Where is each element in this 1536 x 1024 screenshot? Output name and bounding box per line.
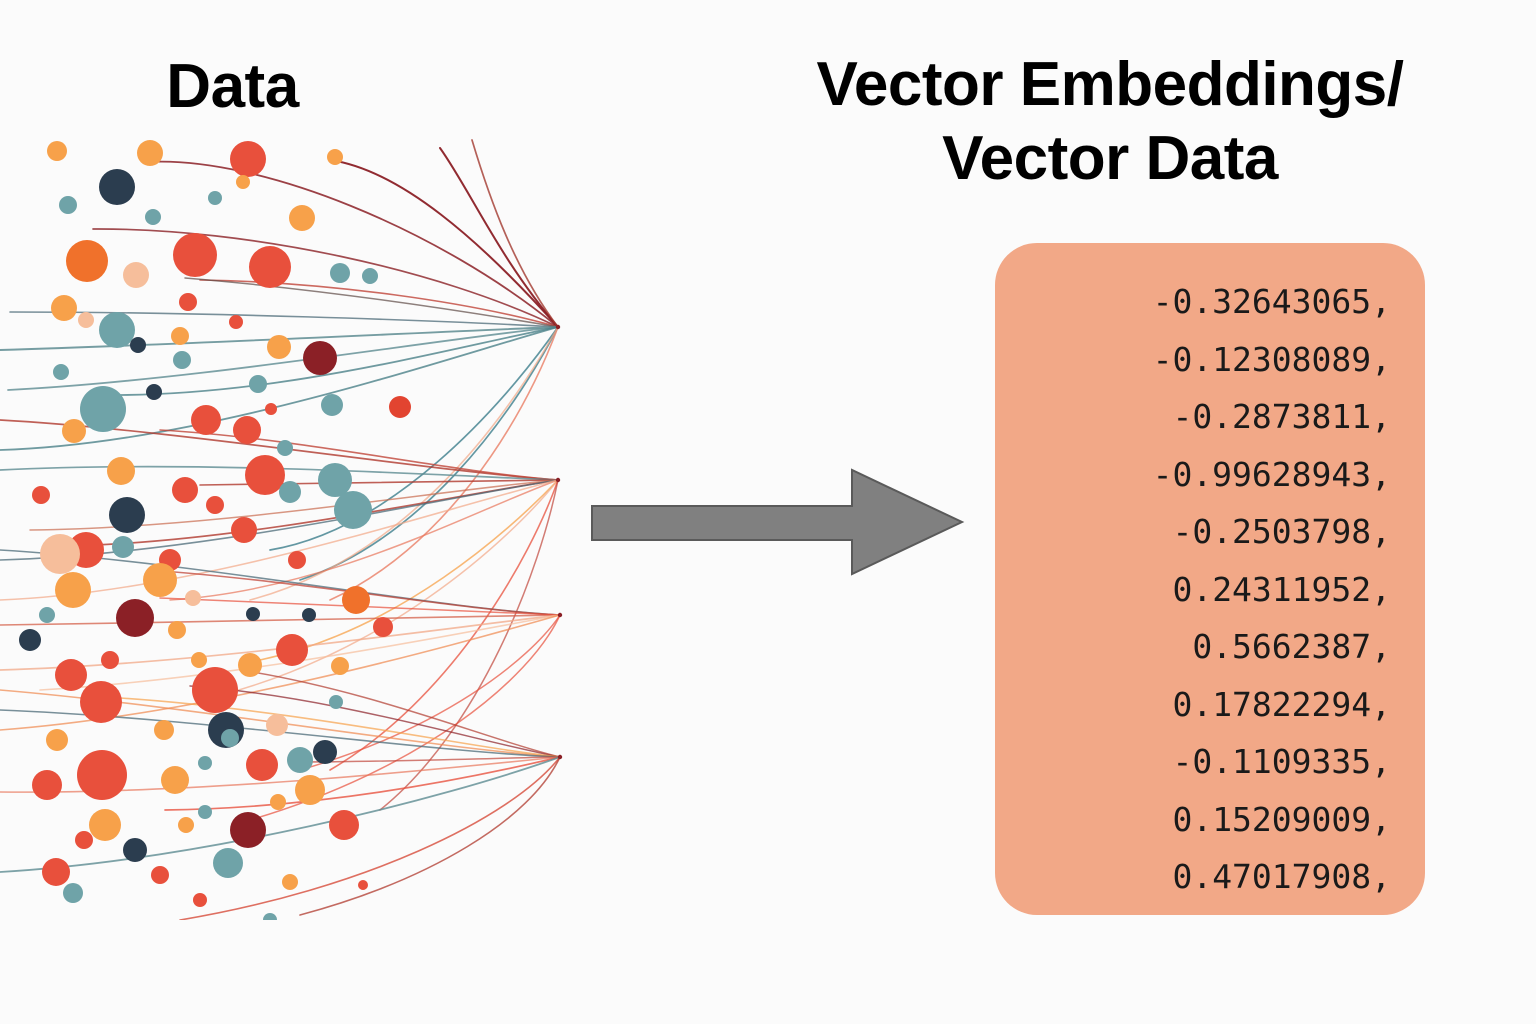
- vector-value: 0.24311952,: [1172, 569, 1391, 609]
- vector-title-line-1: Vector Embeddings/: [816, 50, 1404, 119]
- edge-bundle-hub-1: [0, 139, 559, 601]
- vector-value: 0.47017908,: [1172, 857, 1391, 896]
- vector-title-line-2: Vector Data: [942, 124, 1278, 193]
- vector-value: -0.99628943,: [1152, 454, 1391, 494]
- vector-embeddings-panel: -0.32643065, -0.12308089, -0.2873811, -0…: [995, 243, 1425, 915]
- vector-value: -0.1109335,: [1172, 742, 1391, 781]
- vector-value: 0.5662387,: [1192, 627, 1391, 666]
- vector-value: 0.17822294,: [1172, 684, 1391, 724]
- page-title-vector-embeddings: Vector Embeddings/ Vector Data: [760, 48, 1460, 196]
- vector-value: 0.15209009,: [1172, 799, 1391, 839]
- scatter-dots: [19, 140, 411, 920]
- vector-value: -0.2503798,: [1172, 512, 1391, 551]
- hub-nodes: [555, 324, 563, 760]
- vector-value: -0.2873811,: [1172, 397, 1391, 436]
- right-arrow-icon: [591, 468, 965, 576]
- data-scatter-cloud: [0, 139, 563, 920]
- vector-value: -0.32643065,: [1152, 282, 1391, 321]
- vector-value: -0.12308089,: [1152, 339, 1391, 379]
- page-title-data: Data: [166, 52, 299, 121]
